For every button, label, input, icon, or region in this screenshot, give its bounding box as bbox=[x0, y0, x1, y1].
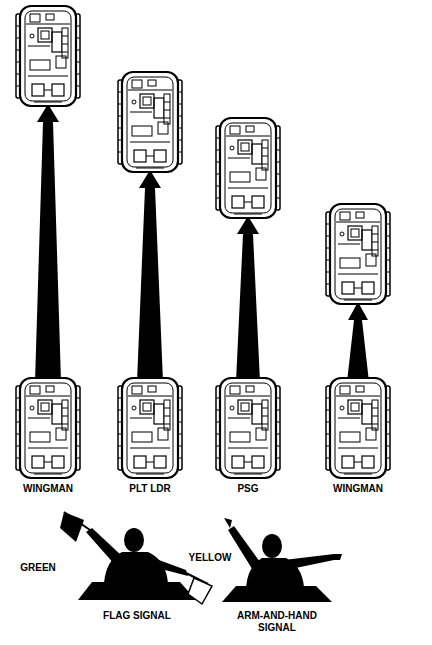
vehicle bbox=[118, 72, 182, 172]
vehicle bbox=[118, 378, 182, 478]
vehicle bbox=[16, 378, 80, 478]
vehicle bbox=[216, 378, 280, 478]
flag-color-label: YELLOW bbox=[180, 552, 240, 564]
signal-caption: ARM-AND-HAND SIGNAL bbox=[222, 610, 332, 634]
vehicle bbox=[216, 118, 280, 218]
vehicle bbox=[326, 204, 390, 304]
flag-color-label: GREEN bbox=[8, 562, 68, 574]
movement-arrow bbox=[35, 104, 369, 382]
arm-and-hand-figure bbox=[222, 518, 342, 602]
unit-label: PSG bbox=[208, 483, 288, 495]
signal-caption: FLAG SIGNAL bbox=[82, 610, 192, 622]
unit-label: PLT LDR bbox=[110, 483, 190, 495]
vehicle bbox=[326, 378, 390, 478]
unit-label: WINGMAN bbox=[318, 483, 398, 495]
vehicle bbox=[16, 6, 80, 106]
unit-label: WINGMAN bbox=[8, 483, 88, 495]
